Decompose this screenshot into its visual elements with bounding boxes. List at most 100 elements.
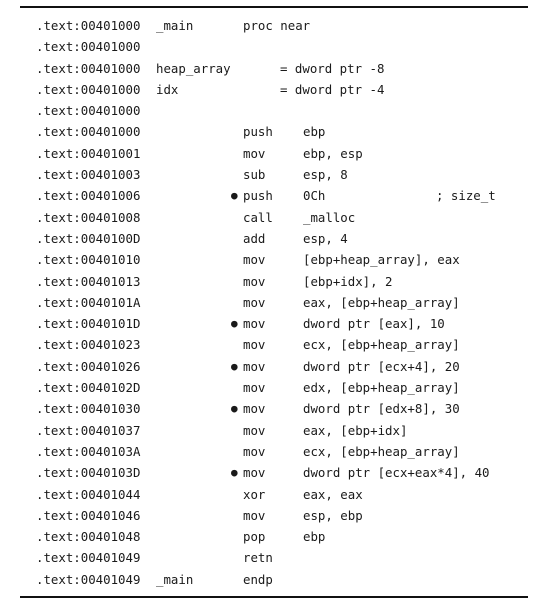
listing-line: .text:00401030 ● mov dword ptr [edx+8], 30 bbox=[20, 398, 528, 419]
listing-line: .text:0040100D add esp, 4 bbox=[20, 228, 528, 249]
listing-line: .text:00401006 ● push 0Ch ; size_t bbox=[20, 185, 528, 206]
mnemonic: mov bbox=[243, 422, 266, 438]
listing-line: .text:00401010 mov [ebp+heap_array], eax bbox=[20, 249, 528, 270]
listing-line: .text:00401026 ● mov dword ptr [ecx+4], 20 bbox=[20, 356, 528, 377]
address: .text:00401023 bbox=[36, 337, 141, 353]
listing-line: .text:00401000 _main proc near bbox=[20, 15, 528, 36]
address: .text:00401026 bbox=[36, 358, 141, 374]
mnemonic: mov bbox=[243, 443, 266, 459]
address: .text:0040103D bbox=[36, 465, 141, 481]
address: .text:00401030 bbox=[36, 401, 141, 417]
listing-line: .text:0040102D mov edx, [ebp+heap_array] bbox=[20, 377, 528, 398]
mnemonic: add bbox=[243, 230, 266, 246]
address: .text:00401001 bbox=[36, 145, 141, 161]
operands: esp, 8 bbox=[303, 167, 348, 183]
mnemonic: mov bbox=[243, 294, 266, 310]
operands: esp, 4 bbox=[303, 230, 348, 246]
mnemonic: mov bbox=[243, 358, 266, 374]
symbol-label: idx bbox=[156, 81, 179, 97]
mnemonic: mov bbox=[243, 337, 266, 353]
address: .text:0040103A bbox=[36, 443, 141, 459]
mnemonic: mov bbox=[243, 252, 266, 268]
operands: edx, [ebp+heap_array] bbox=[303, 380, 460, 396]
listing-line: .text:00401049 retn bbox=[20, 547, 528, 568]
symbol-label: _main bbox=[156, 18, 194, 33]
address: .text:00401037 bbox=[36, 422, 141, 438]
mnemonic: xor bbox=[243, 486, 266, 502]
mnemonic: push bbox=[243, 188, 273, 204]
listing-line: .text:00401046 mov esp, ebp bbox=[20, 505, 528, 526]
address: .text:00401000 bbox=[36, 103, 141, 119]
mnemonic: mov bbox=[243, 145, 266, 161]
operands: ebp bbox=[303, 529, 326, 545]
operands: = dword ptr -4 bbox=[280, 81, 385, 97]
mnemonic: mov bbox=[243, 380, 266, 396]
address: .text:00401000 bbox=[36, 60, 141, 76]
annotation-marker-icon: ● bbox=[231, 402, 238, 416]
mnemonic: push bbox=[243, 124, 273, 140]
mnemonic: mov bbox=[243, 465, 266, 481]
annotation-marker-icon: ● bbox=[231, 466, 238, 480]
address: .text:0040102D bbox=[36, 380, 141, 396]
operands: ecx, [ebp+heap_array] bbox=[303, 337, 460, 353]
address: .text:00401006 bbox=[36, 188, 141, 204]
address: .text:0040100D bbox=[36, 230, 141, 246]
listing-line: .text:00401049 _main endp bbox=[20, 569, 528, 590]
listing-line: .text:00401000 idx = dword ptr -4 bbox=[20, 79, 528, 100]
listing-line: .text:00401013 mov [ebp+idx], 2 bbox=[20, 271, 528, 292]
operands: esp, ebp bbox=[303, 507, 363, 523]
mnemonic: sub bbox=[243, 167, 266, 183]
operands: dword ptr [eax], 10 bbox=[303, 316, 445, 332]
operands: 0Ch bbox=[303, 188, 326, 204]
operands: ebp bbox=[303, 124, 326, 140]
mnemonic: mov bbox=[243, 273, 266, 289]
annotation-marker-icon: ● bbox=[231, 317, 238, 331]
address: .text:00401000 bbox=[36, 124, 141, 140]
mnemonic: mov bbox=[243, 401, 266, 417]
symbol-label: heap_array bbox=[156, 60, 231, 76]
symbol-label: _main bbox=[156, 571, 194, 587]
address: .text:00401013 bbox=[36, 273, 141, 289]
address: .text:00401049 bbox=[36, 571, 141, 587]
operands: dword ptr [ecx+4], 20 bbox=[303, 358, 460, 374]
address: .text:00401049 bbox=[36, 550, 141, 566]
mnemonic: call bbox=[243, 209, 273, 225]
operands: [ebp+heap_array], eax bbox=[303, 252, 460, 268]
operands: _malloc bbox=[303, 209, 356, 225]
mnemonic: endp bbox=[243, 571, 273, 587]
operands: eax, [ebp+heap_array] bbox=[303, 294, 460, 310]
address: .text:0040101A bbox=[36, 294, 141, 310]
listing-line: .text:00401000 push ebp bbox=[20, 121, 528, 142]
listing-line: .text:00401000 bbox=[20, 100, 528, 121]
mnemonic: proc near bbox=[243, 18, 311, 33]
operands: dword ptr [ecx+eax*4], 40 bbox=[303, 465, 490, 481]
mnemonic: mov bbox=[243, 507, 266, 523]
listing-line: .text:0040103D ● mov dword ptr [ecx+eax*4],… bbox=[20, 462, 528, 483]
operands: dword ptr [edx+8], 30 bbox=[303, 401, 460, 417]
address: .text:00401046 bbox=[36, 507, 141, 523]
operands: ebp, esp bbox=[303, 145, 363, 161]
address: .text:0040101D bbox=[36, 316, 141, 332]
annotation-marker-icon: ● bbox=[231, 359, 238, 373]
mnemonic: retn bbox=[243, 550, 273, 566]
listing-line: .text:0040101A mov eax, [ebp+heap_array] bbox=[20, 292, 528, 313]
operands: ecx, [ebp+heap_array] bbox=[303, 443, 460, 459]
mnemonic: pop bbox=[243, 529, 266, 545]
comment: ; size_t bbox=[436, 188, 496, 204]
annotation-marker-icon: ● bbox=[231, 189, 238, 203]
listing-line: .text:00401008 call _malloc bbox=[20, 207, 528, 228]
address: .text:00401010 bbox=[36, 252, 141, 268]
operands: eax, [ebp+idx] bbox=[303, 422, 408, 438]
address: .text:00401000 bbox=[36, 81, 141, 97]
listing-line: .text:00401037 mov eax, [ebp+idx] bbox=[20, 420, 528, 441]
address: .text:00401000 bbox=[36, 18, 141, 33]
operands: [ebp+idx], 2 bbox=[303, 273, 393, 289]
address: .text:00401008 bbox=[36, 209, 141, 225]
